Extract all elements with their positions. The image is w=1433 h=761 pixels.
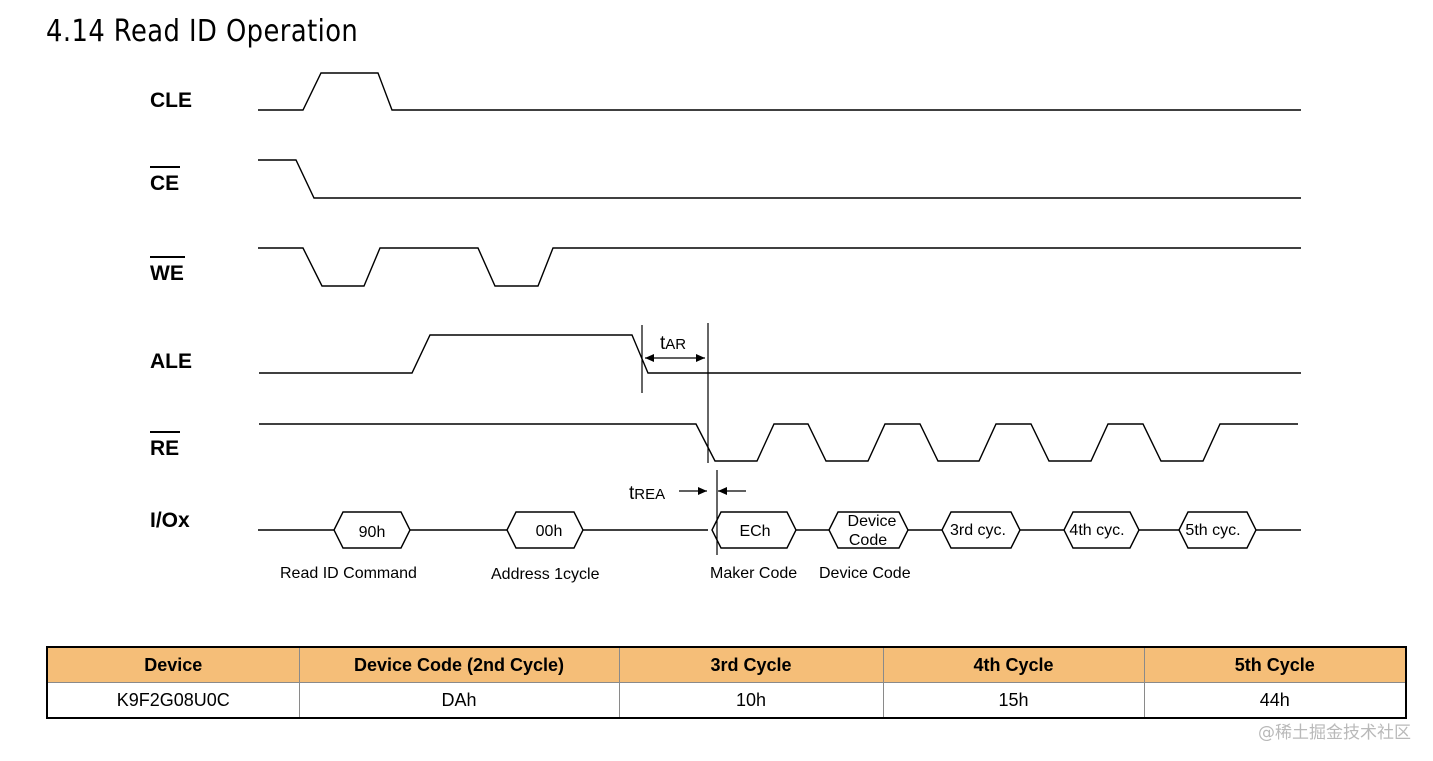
io-hex-cmd — [333, 511, 411, 549]
trea-arrow-left-icon — [718, 487, 727, 495]
io-hex-device — [828, 511, 909, 549]
io-value-cmd: 90h — [359, 524, 386, 541]
io-value-addr: 00h — [536, 523, 563, 540]
io-value-4th: 4th cyc. — [1069, 522, 1124, 539]
signal-label-cle: CLE — [150, 89, 192, 112]
signal-label-we: WE — [150, 262, 184, 285]
caption-maker: Maker Code — [710, 565, 797, 582]
io-hex-3rd — [941, 511, 1021, 549]
table-header: Device — [46, 646, 300, 683]
caption-device: Device Code — [819, 565, 911, 582]
caption-address: Address 1cycle — [491, 566, 600, 583]
timing-diagram: CLE CE WE ALE RE I/Ox tAR tREA 90h 00h — [150, 72, 1301, 583]
signal-label-re: RE — [150, 437, 179, 460]
table-cell: 10h — [618, 682, 884, 719]
table-row: K9F2G08U0C DAh 10h 15h 44h — [46, 682, 1407, 719]
re-waveform — [259, 423, 1298, 462]
table-header: Device Code (2nd Cycle) — [298, 646, 620, 683]
io-hex-5th — [1178, 511, 1257, 549]
io-hex-4th — [1063, 511, 1140, 549]
caption-read-id: Read ID Command — [280, 565, 417, 582]
table-header-row: Device Device Code (2nd Cycle) 3rd Cycle… — [46, 646, 1407, 683]
table-header: 5th Cycle — [1143, 646, 1407, 683]
device-id-table: Device Device Code (2nd Cycle) 3rd Cycle… — [46, 646, 1407, 719]
ce-waveform — [258, 159, 1301, 199]
trea-arrow-right-icon — [698, 487, 707, 495]
table-cell: 15h — [882, 682, 1145, 719]
io-value-maker: ECh — [739, 523, 770, 540]
table-cell: K9F2G08U0C — [46, 682, 300, 719]
ale-waveform — [259, 334, 1301, 374]
we-waveform — [258, 247, 1301, 287]
tar-arrow-left-icon — [645, 354, 654, 362]
io-value-3rd: 3rd cyc. — [950, 522, 1006, 539]
table-cell: DAh — [298, 682, 620, 719]
tar-arrow-right-icon — [696, 354, 705, 362]
table-header: 3rd Cycle — [618, 646, 884, 683]
io-value-5th: 5th cyc. — [1185, 522, 1240, 539]
trea-label: tREA — [629, 483, 665, 504]
cle-waveform — [258, 72, 1301, 111]
signal-label-ale: ALE — [150, 350, 192, 373]
page-title: 4.14 Read ID Operation — [46, 14, 359, 49]
io-value-device-line2: Code — [849, 532, 887, 549]
table-cell: 44h — [1143, 682, 1407, 719]
watermark: @稀土掘金技术社区 — [1258, 723, 1411, 743]
io-value-device-line1: Device — [848, 513, 897, 530]
signal-label-io: I/Ox — [150, 509, 190, 532]
signal-label-ce: CE — [150, 172, 179, 195]
io-hex-addr — [506, 511, 584, 549]
table-header: 4th Cycle — [882, 646, 1145, 683]
io-hex-maker — [711, 511, 797, 549]
tar-label: tAR — [660, 333, 686, 354]
